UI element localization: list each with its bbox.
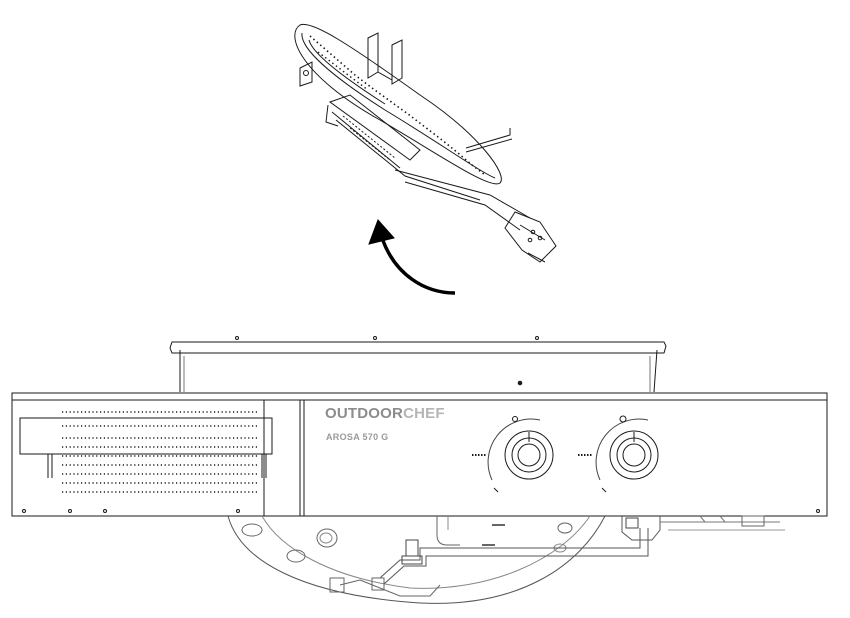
model-label: AROSA 570 G xyxy=(326,432,389,442)
brand-part-chef: CHEF xyxy=(403,405,445,422)
knob-icon xyxy=(578,415,659,493)
brand-logo: OUTDOORCHEF xyxy=(325,405,445,422)
burner-part xyxy=(294,23,557,263)
brand-part-outdoor: OUTDOOR xyxy=(325,405,404,422)
rotation-arrow-icon xyxy=(368,219,456,295)
grill-unit xyxy=(11,336,828,604)
knob-icon xyxy=(472,416,554,493)
